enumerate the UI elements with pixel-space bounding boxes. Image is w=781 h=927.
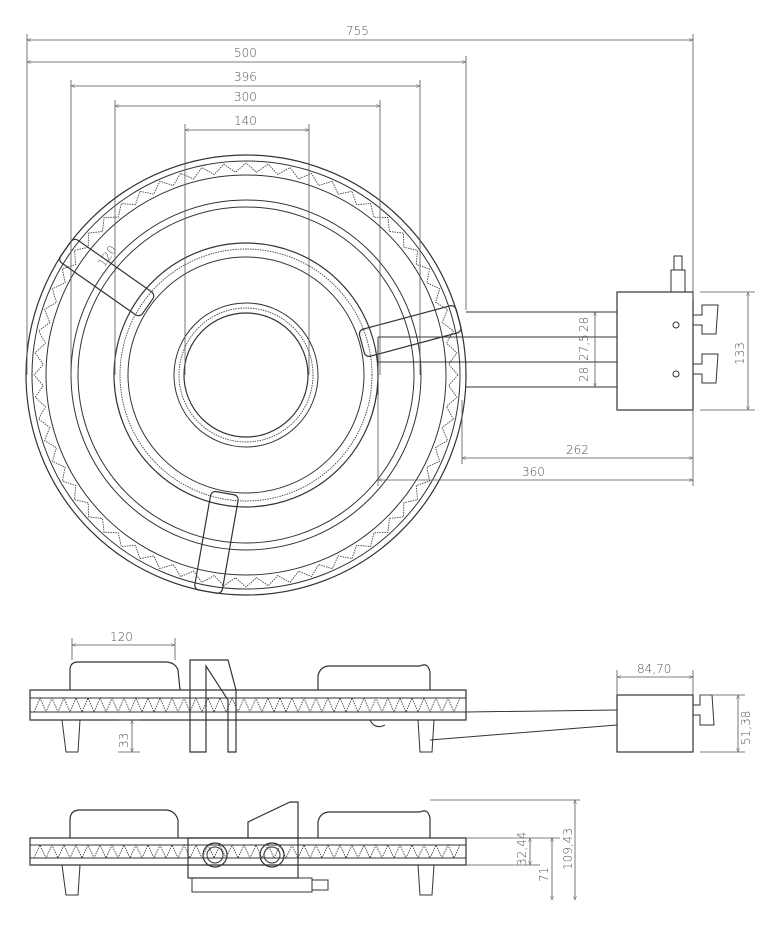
dim-755: 755 bbox=[346, 24, 369, 38]
dim-71: 71 bbox=[537, 867, 551, 882]
outer-flame-teeth bbox=[33, 162, 459, 588]
outer-ring bbox=[25, 154, 467, 596]
inner-burner-ring bbox=[183, 312, 309, 438]
dim-360: 360 bbox=[522, 465, 545, 479]
dim-300: 300 bbox=[234, 90, 257, 104]
gas-nozzle-front bbox=[311, 879, 329, 891]
dim-262: 262 bbox=[566, 443, 589, 457]
dim-51-38: 51,38 bbox=[739, 711, 753, 745]
top-view: 755 500 396 300 140 120 28 27,5 28 133 2… bbox=[25, 24, 755, 596]
gas-pipes bbox=[466, 311, 617, 388]
burner-body-side bbox=[29, 689, 467, 721]
front-view: 109,43 71 32,44 bbox=[29, 799, 580, 901]
zigzag-teeth bbox=[33, 162, 459, 588]
support-ring bbox=[70, 199, 422, 551]
valve-box-side bbox=[616, 694, 694, 753]
zigzag-teeth bbox=[33, 843, 461, 860]
dim-500: 500 bbox=[234, 46, 257, 60]
dim-33: 33 bbox=[117, 733, 131, 748]
side-view: 120 84,70 51,38 33 bbox=[29, 630, 753, 753]
valve-knob-top bbox=[693, 304, 719, 335]
dim-140: 140 bbox=[234, 114, 257, 128]
burner-body-front bbox=[29, 837, 467, 866]
dim-leg-120: 120 bbox=[95, 243, 120, 270]
valve-knob-front-left bbox=[202, 842, 228, 868]
leg-front-left bbox=[69, 809, 179, 838]
valve-knob-front-right bbox=[259, 842, 285, 868]
dim-28-top: 28 bbox=[577, 317, 591, 332]
dim-396: 396 bbox=[234, 70, 257, 84]
leg-front-right bbox=[317, 810, 431, 838]
valve-box bbox=[616, 291, 694, 411]
dim-28-bottom: 28 bbox=[577, 367, 591, 382]
valve-knob-side bbox=[693, 694, 715, 726]
middle-burner-ring bbox=[113, 242, 379, 508]
leg-side-left bbox=[69, 661, 181, 691]
leg-side-right bbox=[317, 664, 431, 690]
leg-side-middle bbox=[189, 659, 237, 753]
dim-109-43: 109,43 bbox=[561, 828, 575, 870]
leg-front-middle bbox=[247, 801, 299, 838]
dim-32-44: 32,44 bbox=[515, 832, 529, 866]
dim-side-120: 120 bbox=[110, 630, 133, 644]
dimensions-top: 755 500 396 300 140 120 28 27,5 28 133 2… bbox=[26, 24, 755, 486]
leg-bottom bbox=[194, 490, 239, 594]
leg-right bbox=[358, 305, 462, 357]
zigzag-teeth bbox=[33, 696, 461, 714]
dim-133: 133 bbox=[733, 342, 747, 365]
gas-nozzle bbox=[670, 269, 686, 293]
valve-knob-bottom bbox=[693, 353, 719, 384]
dim-27-5: 27,5 bbox=[577, 334, 591, 361]
dim-84-70: 84,70 bbox=[637, 662, 671, 676]
